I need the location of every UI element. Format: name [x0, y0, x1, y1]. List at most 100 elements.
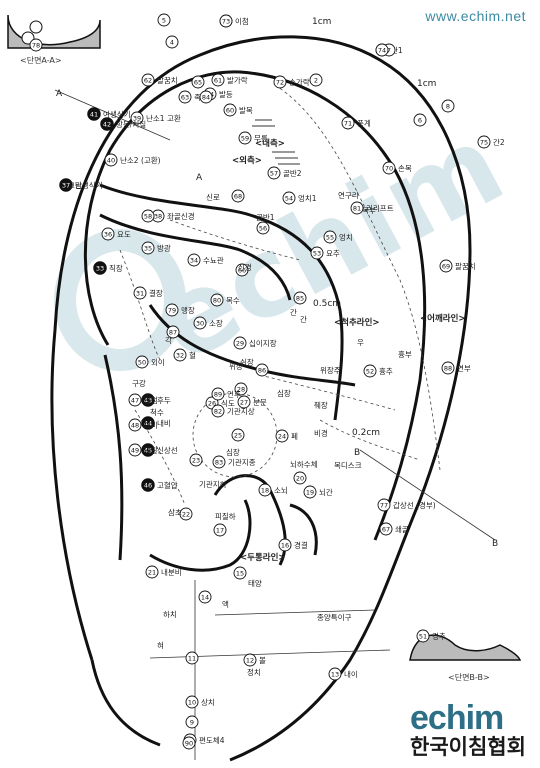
acupoint-label: 내비 [157, 419, 171, 428]
region-text: 신로 [206, 193, 220, 202]
acupoint-number: 26 [208, 400, 216, 408]
acupoint-marker [212, 455, 226, 469]
acupoint-number: 71 [344, 120, 352, 128]
acupoint-number: 60 [226, 107, 234, 115]
acupoint-number: 37 [62, 182, 70, 190]
acupoint-marker [101, 227, 115, 241]
acupoint-number: 56 [259, 225, 267, 233]
acupoint-number: 67 [382, 526, 390, 534]
acupoint-label: 수뇨관 [203, 255, 224, 265]
acupoint-number: 62 [144, 77, 152, 85]
acupoint-number: 78 [32, 42, 40, 50]
acupoint-marker [141, 416, 155, 430]
acupoint-marker [293, 471, 307, 485]
region-text: 피질하 [215, 511, 236, 521]
region-label: <외측> [232, 155, 262, 166]
acupoint-number: 73 [222, 18, 230, 26]
acupoint-label: 손가락 [289, 78, 310, 87]
acupoint-marker [303, 485, 317, 499]
site-url[interactable]: www.echim.net [425, 8, 526, 24]
acupoint-label: 리리프트 [366, 204, 394, 213]
acupoint-17: 17 [213, 523, 227, 537]
acupoint-number: 31 [136, 290, 144, 298]
acupoint-85: 85 [293, 291, 307, 305]
section-a-label: <단면A-A> [20, 56, 62, 65]
acupoint-86: 86 [255, 363, 269, 377]
acupoint-number: 70 [385, 165, 393, 173]
acupoint-marker [350, 201, 364, 215]
acupoint-label: 내이 [344, 669, 358, 679]
acupoint-28: 28 [234, 382, 248, 396]
acupoint-marker [234, 382, 248, 396]
acupoint-label: 갑상선 (경부) [393, 500, 436, 510]
acupoint-number: 58 [144, 213, 152, 221]
acupoint-number: 79 [168, 307, 176, 315]
acupoint-marker [165, 35, 179, 49]
acupoint-marker [141, 241, 155, 255]
region-text: 심장 [226, 447, 240, 457]
region-text: 액 [222, 599, 229, 609]
acupoint-number: 36 [104, 231, 112, 239]
acupoint-label: 무릎 [254, 134, 268, 143]
acupoint-marker [100, 117, 114, 131]
outer-lobe-contour [90, 659, 161, 747]
region-text: 간 [290, 307, 297, 317]
acupoint-number: 86 [258, 367, 266, 375]
line-label: <척추라인> [334, 317, 380, 328]
marker-b: B [492, 539, 498, 549]
acupoint-label: 팔꿈치 [455, 261, 476, 271]
acupoint-marker [128, 443, 142, 457]
acupoint-number: 57 [270, 170, 278, 178]
region-text: 각 [165, 335, 172, 345]
acupoint-marker [258, 483, 272, 497]
acupoint-number: 69 [442, 263, 450, 271]
acupoint-label: 흉추 [379, 366, 393, 376]
acupoint-marker [189, 453, 203, 467]
brand-block: echim 한국이침협회 [410, 700, 530, 760]
acupoint-number: 15 [236, 570, 244, 578]
marker-a: A [56, 89, 63, 99]
acupoint-marker [439, 259, 453, 273]
acupoint-marker [185, 651, 199, 665]
acupoint-number: 45 [144, 447, 152, 455]
acupoint-number: 47 [131, 397, 139, 405]
acupoint-marker [199, 90, 213, 104]
acupoint-4: 4 [165, 35, 179, 49]
acupoint-label: 경추 [432, 631, 446, 641]
scale-label: 1cm [312, 17, 331, 27]
acupoint-label: 결장 [149, 288, 163, 298]
acupoint-number: 53 [313, 250, 321, 258]
acupoint-marker [231, 428, 245, 442]
region-text: 하치 [163, 609, 177, 619]
region-text: 연구리 [338, 191, 359, 200]
brand-logo: echim [410, 699, 504, 737]
acupoint-marker [382, 161, 396, 175]
acupoint-label: 분문 [253, 398, 267, 407]
acupoint-66: 66 [235, 263, 249, 277]
acupoint-number: 10 [188, 699, 196, 707]
acupoint-23: 23 [189, 453, 203, 467]
scale-label: 0.2cm [352, 428, 380, 438]
line-label: <어깨라인> [420, 313, 466, 324]
region-text: 뇌하수체 [290, 459, 318, 469]
acupoint-label: 발등 [219, 90, 233, 99]
acupoint-number: 41 [90, 111, 98, 119]
acupoint-number: 84 [202, 94, 210, 102]
acupoint-number: 38 [154, 213, 162, 221]
region-text: 위장 [229, 361, 243, 371]
acupoint-label: 후두 [157, 396, 171, 405]
acupoint-layer: 1간123이첨45678910상치1112볼13내이141516경결1718소뇌… [29, 13, 505, 750]
scale-label: 1cm [417, 79, 436, 89]
